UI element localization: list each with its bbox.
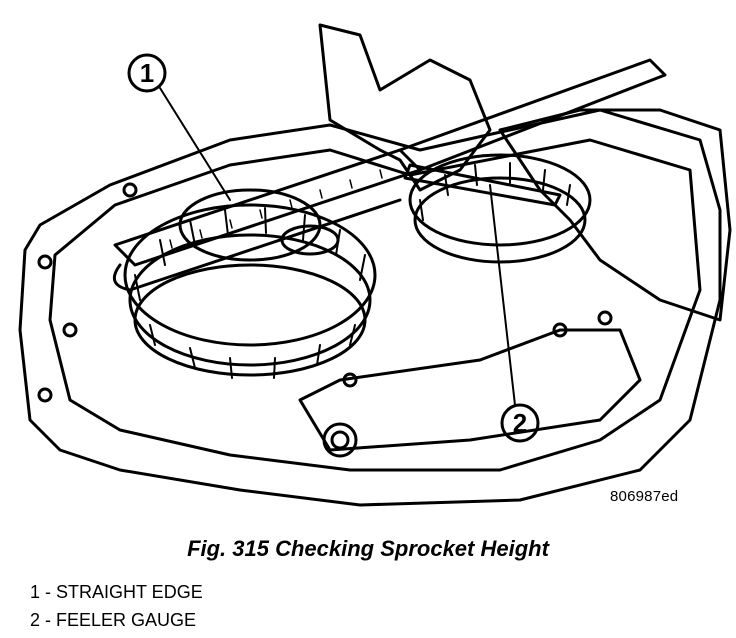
engine-sprocket-illustration: 1 2 bbox=[18, 23, 732, 507]
gasket-rail bbox=[48, 138, 702, 472]
cam-sprocket-right bbox=[408, 153, 592, 264]
callout-circle-1 bbox=[127, 53, 167, 93]
callout-circle-2 bbox=[500, 403, 540, 443]
figure-reference-id: 806987ed bbox=[610, 488, 679, 505]
straight-edge-tool bbox=[112, 58, 667, 292]
callout-1: 1 bbox=[140, 58, 154, 88]
left-hand bbox=[318, 23, 492, 192]
callout-2: 2 bbox=[513, 408, 527, 438]
cam-sprocket-left bbox=[123, 188, 377, 379]
leader-line-2 bbox=[489, 184, 516, 406]
leader-line-1 bbox=[159, 87, 231, 201]
figure-caption: Fig. 315 Checking Sprocket Height bbox=[187, 536, 549, 561]
legend-item-straight-edge: 1 - STRAIGHT EDGE bbox=[30, 582, 203, 602]
head-bolt bbox=[322, 422, 358, 458]
lower-flange bbox=[298, 328, 642, 452]
right-hand bbox=[498, 108, 732, 322]
cylinder-head-casting bbox=[18, 108, 722, 507]
legend-item-feeler-gauge: 2 - FEELER GAUGE bbox=[30, 610, 197, 630]
